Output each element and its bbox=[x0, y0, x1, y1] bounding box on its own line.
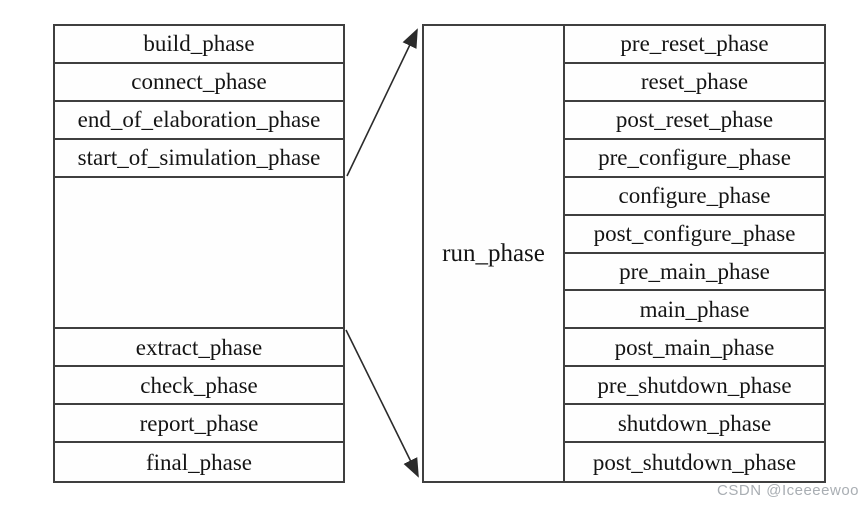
cell-main-phase: main_phase bbox=[565, 291, 824, 330]
arrow-to-run-phase-start bbox=[346, 28, 418, 177]
cell-reset-phase: reset_phase bbox=[565, 64, 824, 102]
cell-final-phase: final_phase bbox=[145, 449, 252, 475]
run-phase-box: run_phase pre_reset_phase reset_phase po… bbox=[422, 24, 826, 483]
arrow-from-run-phase-end bbox=[345, 329, 419, 478]
cell-extract-phase: extract_phase bbox=[55, 329, 343, 368]
cell-connect-phase: connect_phase bbox=[55, 64, 343, 102]
csdn-watermark: CSDN @Iceeeewoo bbox=[717, 482, 859, 499]
cell-pre-reset-phase: pre_reset_phase bbox=[565, 26, 824, 64]
cell-post-reset-phase: post_reset_phase bbox=[565, 102, 824, 140]
run-subphases-table: pre_reset_phase reset_phase post_reset_p… bbox=[565, 26, 824, 481]
cell-shutdown-phase: shutdown_phase bbox=[565, 405, 824, 444]
cell-build-phase: build_phase bbox=[55, 26, 343, 64]
cell-pre-configure-phase: pre_configure_phase bbox=[565, 140, 824, 178]
run-phase-label: run_phase bbox=[424, 26, 565, 481]
cell-post-main-phase: post_main_phase bbox=[565, 329, 824, 368]
cell-post-configure-phase: post_configure_phase bbox=[565, 216, 824, 254]
cell-report-phase: report_phase bbox=[55, 405, 343, 444]
run-phase-gap-cell bbox=[55, 178, 343, 330]
common-phases-table: build_phase connect_phase end_of_elabora… bbox=[53, 24, 345, 483]
cell-pre-main-phase: pre_main_phase bbox=[565, 254, 824, 292]
cell-post-shutdown-phase: post_shutdown_phase bbox=[592, 449, 797, 475]
cell-configure-phase: configure_phase bbox=[565, 178, 824, 216]
cell-start-of-simulation-phase: start_of_simulation_phase bbox=[55, 140, 343, 178]
cell-end-of-elaboration-phase: end_of_elaboration_phase bbox=[55, 102, 343, 140]
cell-check-phase: check_phase bbox=[55, 367, 343, 406]
cell-pre-shutdown-phase: pre_shutdown_phase bbox=[565, 367, 824, 406]
